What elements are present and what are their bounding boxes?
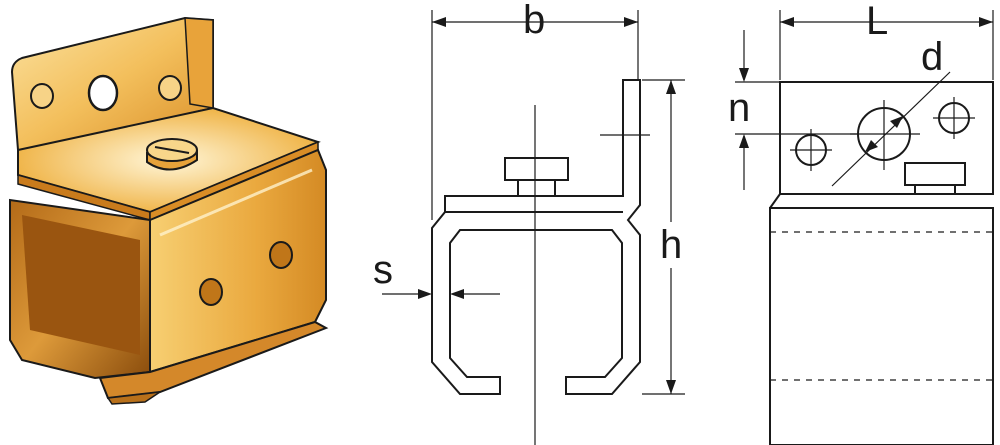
front-profile-outline <box>431 79 641 395</box>
label-l: L <box>866 0 888 43</box>
side-screw <box>904 162 966 186</box>
set-screw <box>146 138 198 171</box>
label-b: b <box>523 0 545 42</box>
bracket-3d-illustration <box>9 16 329 405</box>
label-h: h <box>660 223 682 267</box>
mounting-hole-right <box>158 75 182 101</box>
side-body-outline <box>769 207 994 445</box>
label-s: s <box>373 248 393 292</box>
label-n: n <box>728 86 750 130</box>
label-d: d <box>921 35 943 79</box>
side-hole-lower <box>199 278 223 306</box>
side-hole-upper <box>269 241 293 269</box>
mounting-hole-left <box>30 83 54 109</box>
side-plate-outline <box>779 81 994 195</box>
front-view-drawing: b h s <box>373 0 685 445</box>
mounting-hole-center <box>87 74 119 112</box>
front-screw <box>504 157 569 197</box>
side-view-drawing: L d n <box>728 0 994 445</box>
